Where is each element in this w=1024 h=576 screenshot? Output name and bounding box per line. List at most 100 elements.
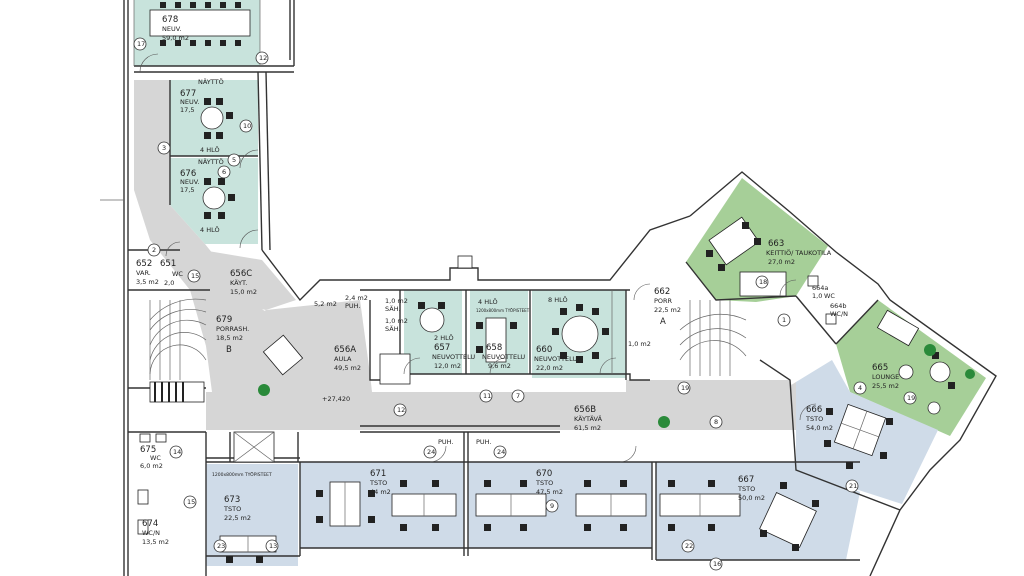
room-number-676: 676 [180, 169, 196, 179]
room-area-677: 17,5 [180, 106, 194, 114]
room-note-673: 1200x800mm TYÖPISTEET [212, 471, 272, 478]
room-name-657: NEUVOTTELU [432, 353, 475, 361]
plant-icon [658, 416, 670, 428]
room-number-677: 677 [180, 89, 196, 99]
room-number-660: 660 [536, 345, 552, 355]
plant-icon [258, 384, 270, 396]
entrance-grate [149, 381, 205, 403]
room-area-663: 27,0 m2 [768, 258, 795, 266]
elevation-label: +27,420 [322, 395, 350, 403]
plants [258, 344, 975, 428]
furniture-666 [824, 403, 893, 469]
room-area-656a: 49,5 m2 [334, 364, 361, 372]
room-area-664a: 1,0 [812, 292, 822, 300]
marker-number: 5 [232, 156, 236, 164]
room-name-664a: WC [824, 292, 835, 300]
room-number-657: 657 [434, 343, 450, 353]
room-name-676: NEUV. [180, 178, 199, 186]
marker-number: 18 [759, 278, 767, 286]
marker-number: 10 [243, 122, 251, 130]
room-name-660: NEUVOTTELU [534, 355, 577, 363]
wc-fixtures [137, 275, 837, 535]
marker-number: 19 [907, 394, 915, 402]
room-number-663: 663 [768, 239, 784, 249]
marker-number: 6 [222, 168, 226, 176]
furniture-657 [418, 302, 445, 333]
furniture-667 [659, 480, 819, 551]
room-name-666: TSTO [805, 415, 823, 423]
room-name-670: TSTO [535, 479, 553, 487]
marker-number: 22 [685, 542, 693, 550]
puh-top-area: 2,4 m2 [345, 294, 368, 302]
room-area-656b: 61,5 m2 [574, 424, 601, 432]
marker-number: 14 [173, 448, 181, 456]
lobby-area-label: 5,2 m2 [314, 300, 337, 308]
marker-number: 24 [427, 448, 435, 456]
room-area-652: 3,5 m2 [136, 278, 159, 286]
puh-top-label: PUH. [345, 302, 361, 310]
marker-number: 11 [483, 392, 491, 400]
room-number-671: 671 [370, 469, 386, 479]
room-name-664b: WC/N [830, 310, 848, 318]
workstations-note-658: 1200x800mm TYÖPISTEET [476, 308, 530, 313]
fill-656b [206, 382, 796, 430]
room-area-658: 9,6 m2 [488, 362, 511, 370]
marker-number: 19 [681, 384, 689, 392]
room-name-677: NEUV. [180, 98, 199, 106]
room-name-678: NEUV. [162, 25, 181, 33]
room-number-673: 673 [224, 495, 240, 505]
marker-number: 8 [714, 418, 718, 426]
furniture-678 [149, 2, 251, 46]
room-name-662: PORR [654, 297, 673, 305]
room-number-678: 678 [162, 15, 178, 25]
marker-number: 21 [849, 482, 857, 490]
marker-number: 3 [162, 144, 166, 152]
room-661-area: 1,0 m2 [628, 340, 651, 348]
room-area-665: 25,5 m2 [872, 382, 899, 390]
marker-number: 17 [137, 40, 145, 48]
marker-number: 9 [550, 502, 554, 510]
furniture-676 [202, 178, 235, 219]
room-area-656c: 15,0 m2 [230, 288, 257, 296]
room-number-679: 679 [216, 315, 232, 325]
marker-number: 12 [259, 54, 267, 62]
fill-667 [656, 462, 860, 560]
plant-icon [924, 344, 936, 356]
room-number-674: 674 [142, 519, 158, 529]
room-area-666: 54,0 m2 [806, 424, 833, 432]
room-area-679: 18,5 m2 [216, 334, 243, 342]
plant-icon [965, 369, 975, 379]
room-name-665: LOUNGE [872, 373, 899, 381]
room-name-674: WC/N [142, 529, 160, 537]
room-number-665: 665 [872, 363, 888, 373]
room-area-673: 22,5 m2 [224, 514, 251, 522]
room-number-675: 675 [140, 445, 156, 455]
room-number-652: 652 [136, 259, 152, 269]
furniture-671 [316, 480, 457, 531]
stair-letter-b: B [226, 345, 232, 355]
room-capacity-657: 2 HLÖ [434, 333, 454, 342]
room-capacity-676: 4 HLÖ [200, 225, 220, 234]
room-labels: 678 NEUV. 59,0 m2 NÄYTTÖ 677 NEUV. 17,5 … [136, 15, 899, 546]
room-area-674: 13,5 m2 [142, 538, 169, 546]
room-name-658: NEUVOTTELU [482, 353, 525, 361]
sah-area-1: 1,0 m2 [385, 297, 408, 305]
marker-number: 12 [397, 406, 405, 414]
room-name-651: WC [172, 270, 183, 278]
room-name-656c: KÄYT. [230, 278, 247, 287]
room-capacity-677: 4 HLÖ [200, 145, 220, 154]
room-number-666: 666 [806, 405, 822, 415]
room-name-667: TSTO [737, 485, 755, 493]
furniture-665 [876, 309, 955, 415]
room-number-658: 658 [486, 343, 502, 353]
room-capacity-658: 4 HLÖ [478, 297, 498, 306]
room-capacity-660: 8 HLÖ [548, 295, 568, 304]
puh-label-1: PUH. [438, 438, 454, 446]
room-area-667: 50,0 m2 [738, 494, 765, 502]
marker-number: 4 [858, 384, 862, 392]
room-name-675: WC [150, 454, 161, 462]
room-number-651: 651 [160, 259, 176, 269]
furniture-660 [552, 304, 609, 363]
marker-numbers: 17 12 10 5 6 3 2 15 12 11 7 8 18 1 4 19 … [137, 40, 915, 568]
